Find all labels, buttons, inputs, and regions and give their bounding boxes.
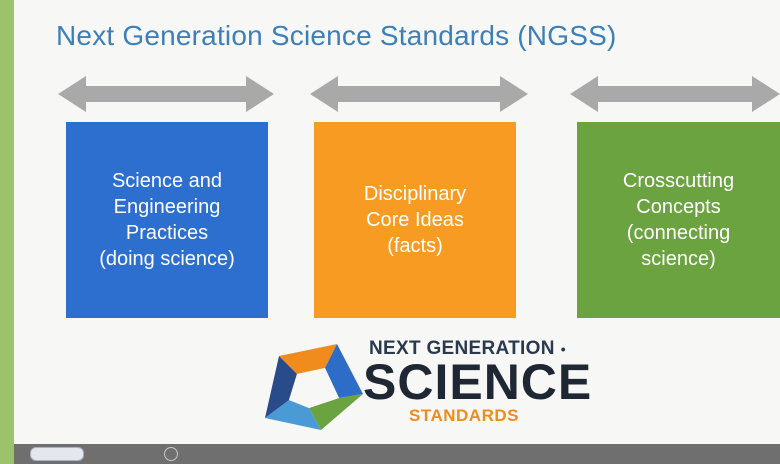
box-label: Disciplinary Core Ideas (facts) (363, 183, 467, 257)
slide-title: Next Generation Science Standards (NGSS) (56, 20, 617, 51)
box-science-engineering-practices: Science and Engineering Practices (doing… (66, 122, 268, 318)
footer-seal-icon (164, 447, 178, 461)
ngss-triangle-logo-icon (265, 344, 363, 430)
slide: Next Generation Science Standards (NGSS)… (14, 0, 780, 444)
box-label: Crosscutting Concepts (connecting scienc… (622, 170, 735, 270)
ngss-logo: NEXT GENERATION • SCIENCE STANDARDS (259, 330, 593, 440)
logo-line-standards: STANDARDS (409, 406, 519, 425)
double-arrow-icon (310, 76, 528, 112)
box-label: Science and Engineering Practices (doing… (99, 170, 235, 270)
footer-bar (14, 444, 780, 464)
double-arrow-icon (58, 76, 274, 112)
box-crosscutting-concepts: Crosscutting Concepts (connecting scienc… (577, 122, 780, 318)
box-disciplinary-core-ideas: Disciplinary Core Ideas (facts) (314, 122, 516, 318)
logo-line-text: NEXT GENERATION (369, 338, 555, 359)
logo-line-next-generation: NEXT GENERATION • (369, 338, 566, 360)
logo-line-science: SCIENCE (363, 354, 593, 410)
double-arrow-icon (570, 76, 780, 112)
ngss-footer-logo (30, 447, 84, 461)
logo-dot: • (560, 341, 566, 357)
